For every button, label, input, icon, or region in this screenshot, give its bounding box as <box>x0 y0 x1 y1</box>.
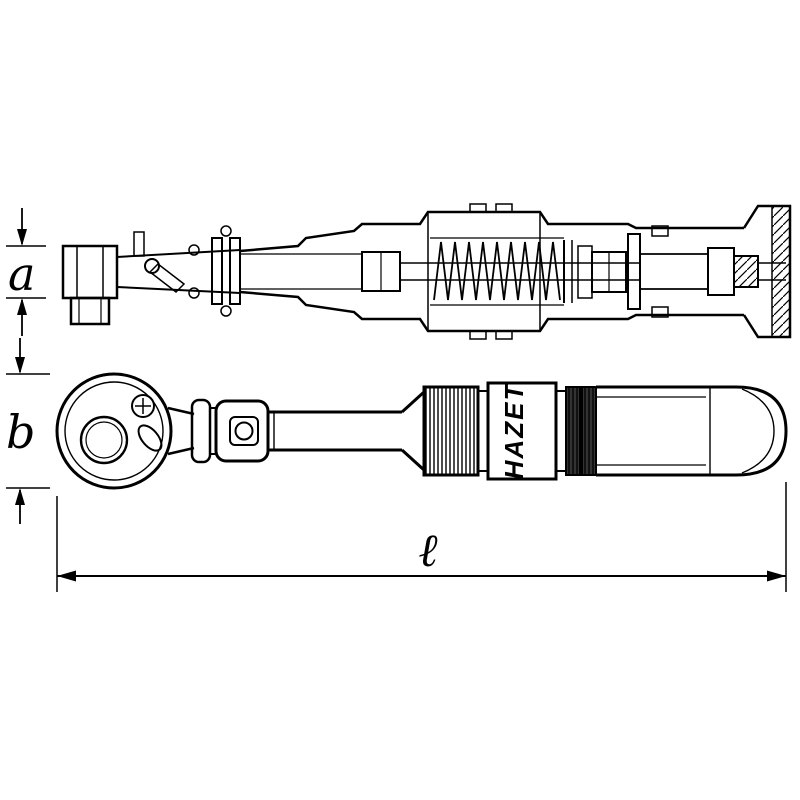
head-screw <box>131 394 155 418</box>
arrow-l-right <box>767 570 786 582</box>
knurled-band-1 <box>565 386 581 476</box>
head-neck <box>167 398 270 464</box>
ratchet-head <box>55 372 173 490</box>
section-view <box>61 203 792 340</box>
side-view: HAZET <box>55 372 788 490</box>
section-spring-assembly <box>361 237 640 306</box>
reverse-lever <box>137 424 163 452</box>
head-inner-contour <box>64 381 164 481</box>
end-cap <box>710 385 788 477</box>
rear-handle <box>596 385 788 477</box>
arrow-a-bottom <box>17 298 27 315</box>
grip-sleeve: HAZET <box>486 381 558 481</box>
arrow-l-left <box>57 570 76 582</box>
wrench-tube <box>268 390 426 472</box>
section-adjuster-assembly <box>627 225 786 318</box>
scale-ring <box>422 385 480 477</box>
brand-logo: HAZET <box>499 383 529 480</box>
coil-spring <box>433 241 561 301</box>
dimension-a: a <box>6 208 46 336</box>
arrow-b-bottom <box>15 488 25 505</box>
section-ratchet-mechanism <box>116 225 241 317</box>
dimension-b-label: b <box>6 405 35 459</box>
section-drive-head <box>61 244 119 326</box>
knurled-band-2 <box>581 386 597 476</box>
arrow-a-top <box>17 229 27 246</box>
section-end-cap <box>742 204 792 339</box>
drive-hole <box>79 415 129 465</box>
dimension-l: ℓ <box>56 482 787 592</box>
head-outer-circle <box>55 372 173 490</box>
dimension-a-label: a <box>8 247 35 301</box>
dimension-b: b <box>6 338 50 524</box>
square-boss <box>214 399 270 463</box>
arrow-b-top <box>15 357 25 374</box>
dimension-l-label: ℓ <box>418 523 438 577</box>
section-housing <box>239 203 744 340</box>
